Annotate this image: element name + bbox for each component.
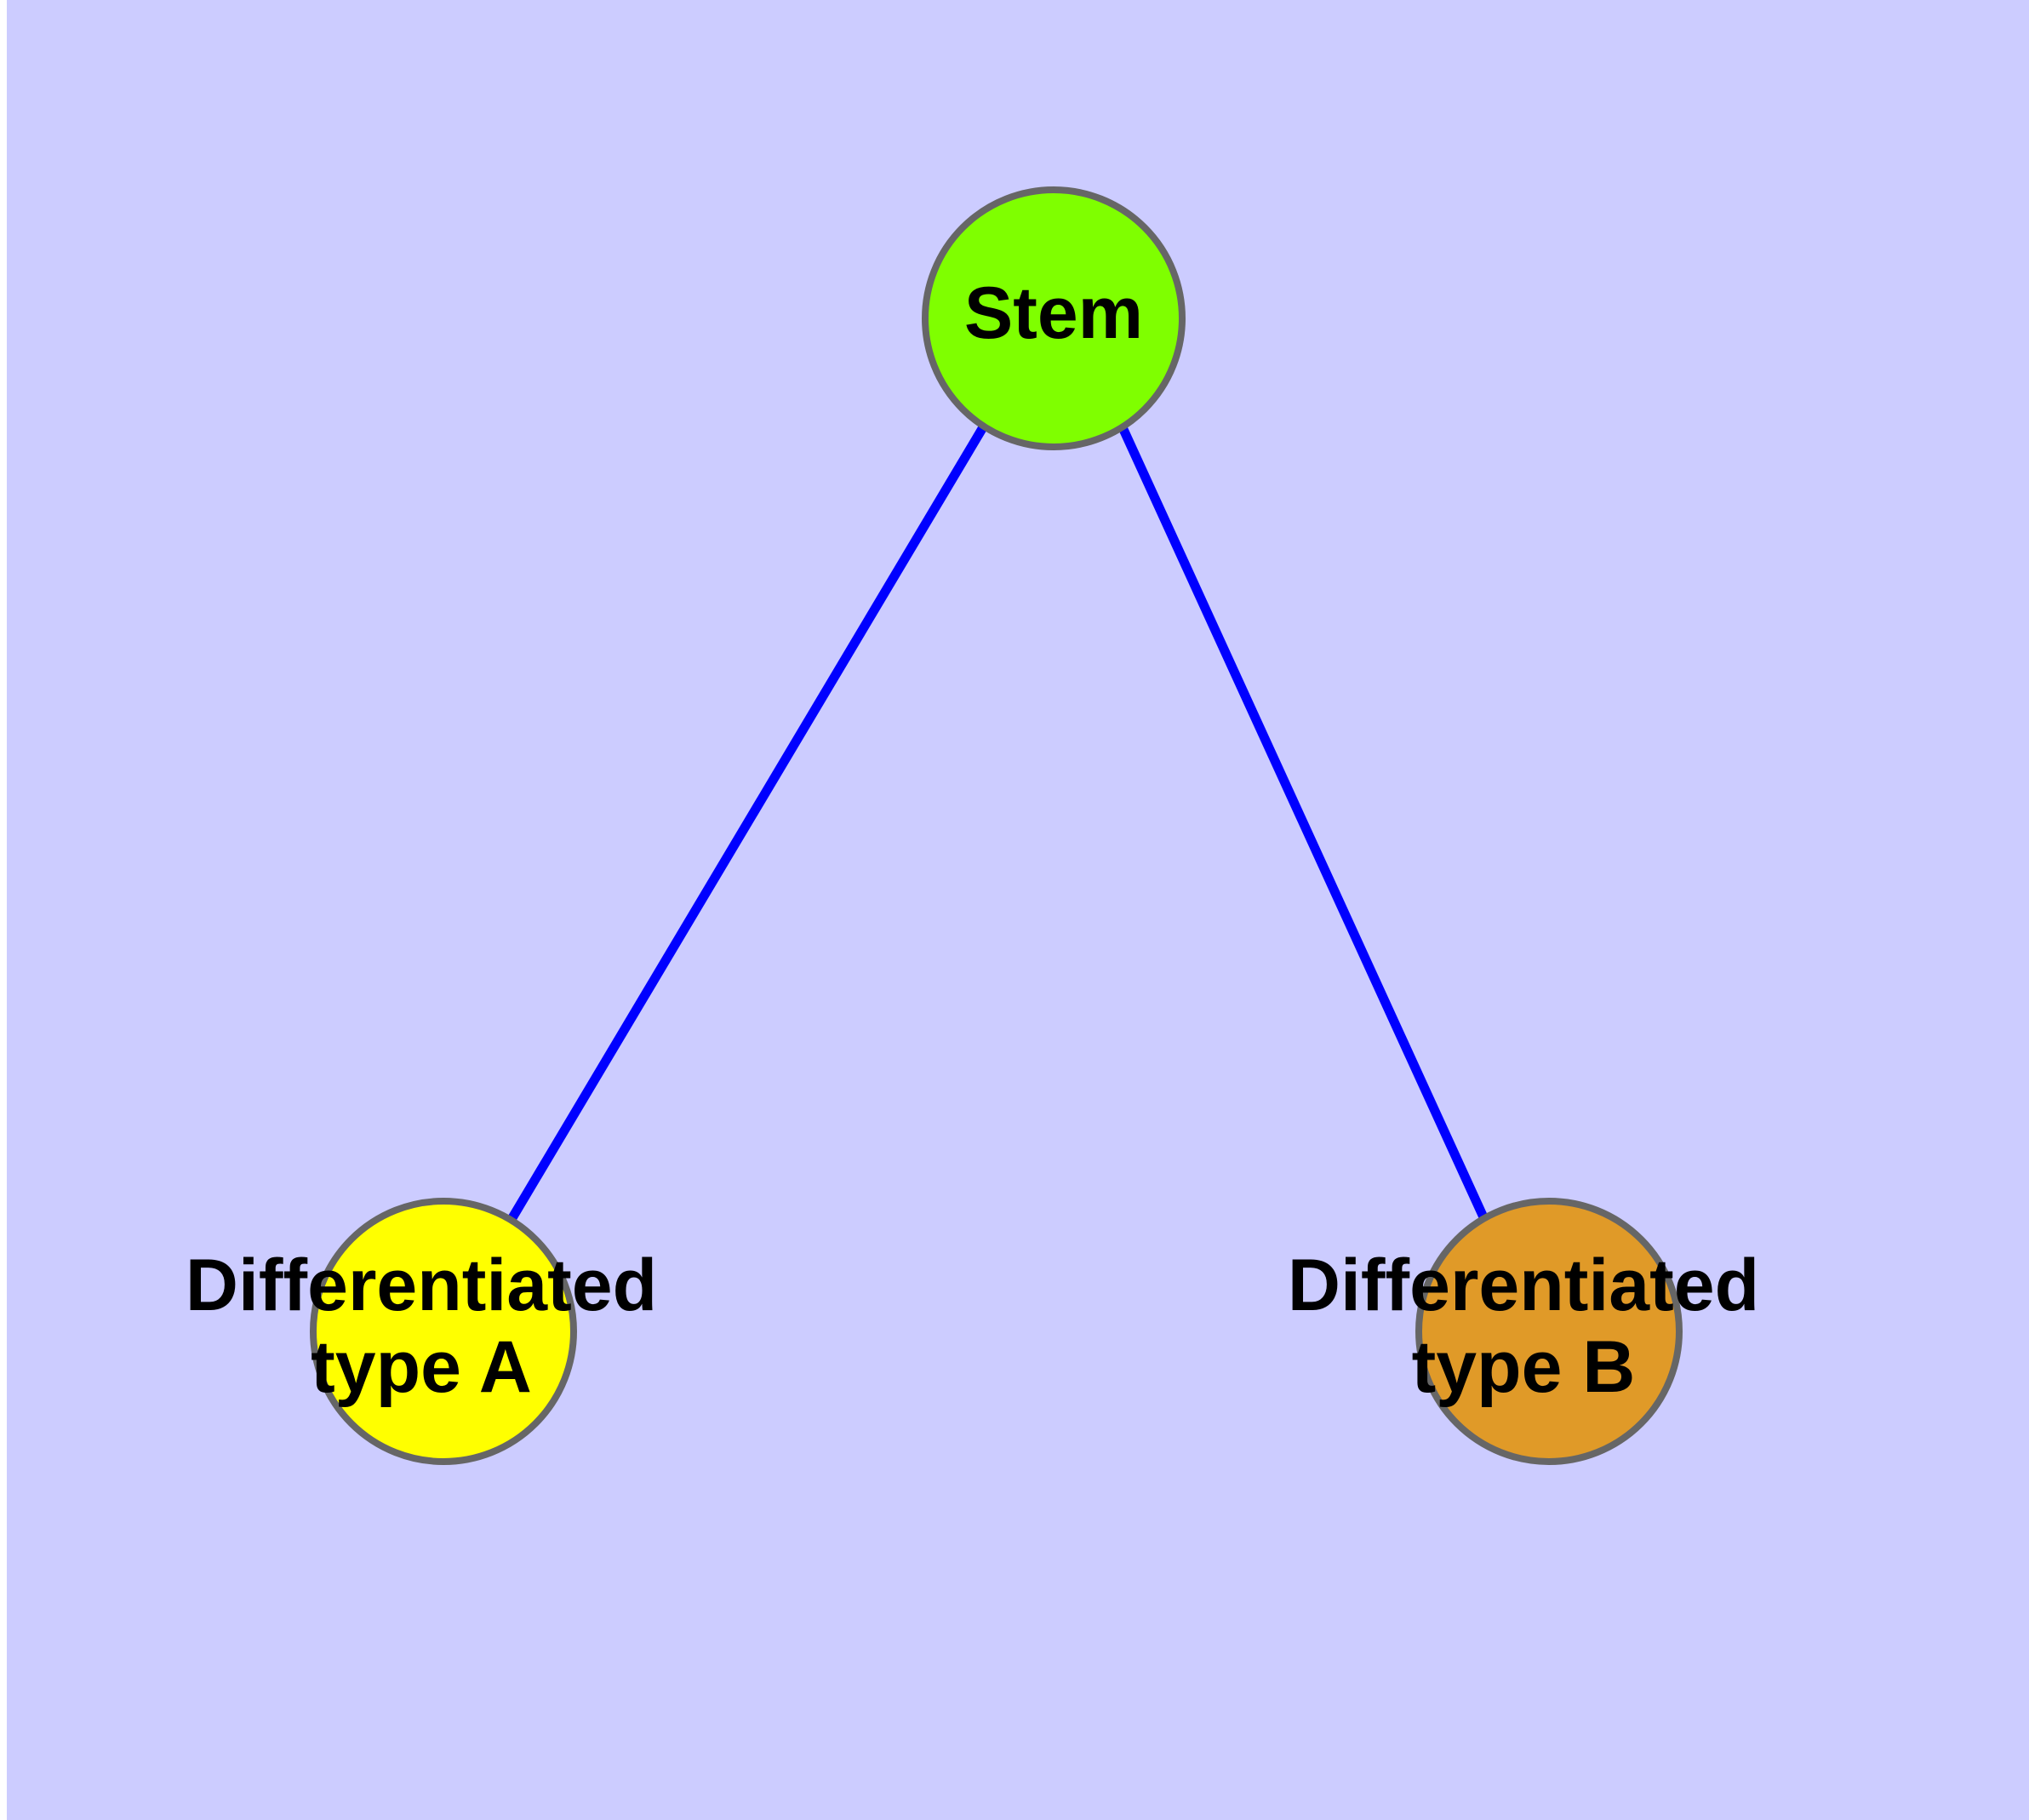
edge-stem-to-differentiated-type-b[interactable] xyxy=(1117,423,1489,1222)
edge-layer xyxy=(506,423,1489,1223)
node-stem[interactable] xyxy=(922,186,1186,450)
node-differentiated-type-a-circle[interactable] xyxy=(310,1198,577,1465)
node-layer xyxy=(310,186,1683,1465)
edge-stem-to-differentiated-type-a[interactable] xyxy=(506,425,987,1223)
node-stem-label: Stem xyxy=(964,272,1143,354)
node-differentiated-type-a[interactable] xyxy=(310,1198,577,1465)
node-differentiated-type-b[interactable] xyxy=(1415,1198,1683,1465)
node-differentiated-type-b-circle[interactable] xyxy=(1415,1198,1683,1465)
node-stem-circle[interactable] xyxy=(922,186,1186,450)
